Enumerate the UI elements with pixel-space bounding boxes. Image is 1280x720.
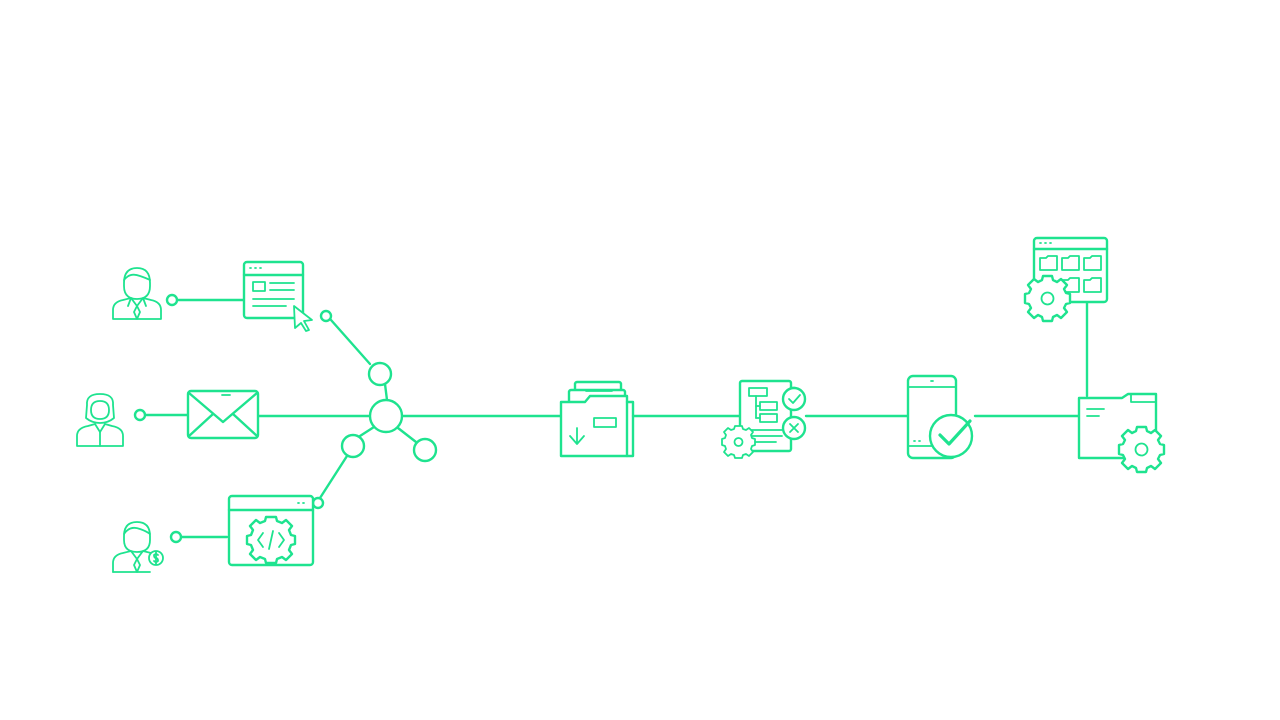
connector-form-hub-b (383, 382, 389, 402)
connector-nodes (133, 293, 438, 544)
email-icon (186, 389, 260, 440)
customer-payment-icon (112, 521, 164, 573)
document-folder-icon (559, 380, 635, 458)
cursor-icon (293, 305, 313, 332)
code-gear-icon (245, 515, 297, 565)
hub-node-top (367, 361, 393, 387)
node-person3 (169, 530, 183, 544)
connector-api-hub-b (358, 425, 376, 438)
folder-gear-icon (1117, 425, 1166, 474)
workflow-validation-icon (721, 379, 807, 459)
node-person2 (133, 408, 147, 422)
integration-hub-icon (368, 398, 404, 434)
node-form-end (319, 309, 333, 323)
api-code-icon (227, 494, 315, 567)
connector-api-hub-a (318, 454, 349, 500)
web-form-icon (242, 260, 313, 332)
node-person1 (165, 293, 179, 307)
hub-node-left (340, 433, 366, 459)
approval-check-circle (928, 413, 974, 459)
connector-form-hub-a (329, 318, 372, 366)
mobile-approval-icon (906, 374, 974, 460)
businesswoman-icon (76, 393, 124, 447)
node-api-end (311, 496, 325, 510)
file-manager-gear-icon (1023, 274, 1072, 323)
check-badge-icon (781, 386, 807, 412)
businessman-icon (112, 267, 162, 320)
connector-hub-node (396, 426, 418, 444)
hub-node-right (412, 437, 438, 463)
workflow-gear-icon (721, 425, 756, 459)
connectors (143, 298, 1089, 539)
folder-settings-icon (1077, 392, 1166, 474)
file-manager-settings-icon (1023, 236, 1109, 323)
